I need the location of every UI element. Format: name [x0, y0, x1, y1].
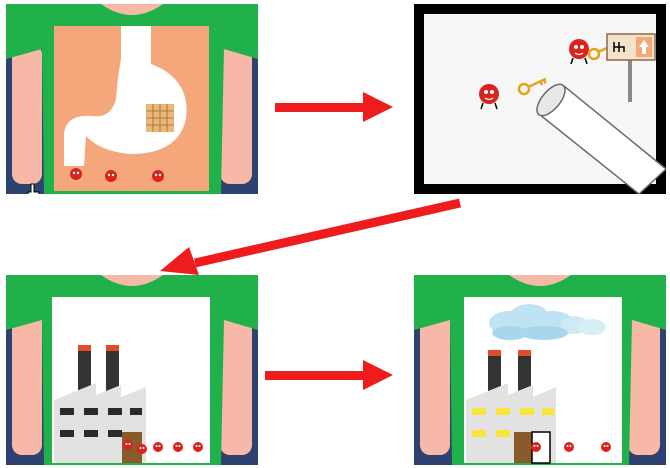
blood-cell — [105, 170, 117, 182]
neck — [101, 4, 163, 15]
blood-cell — [123, 440, 133, 450]
factory-sign — [606, 33, 656, 102]
right-arrow-icon — [275, 92, 393, 122]
right-arm — [220, 44, 252, 184]
blood-cell — [601, 442, 611, 452]
blood-cell — [531, 442, 541, 452]
smoke-clouds — [489, 304, 606, 340]
left-arm — [12, 44, 42, 184]
blood-cell — [479, 84, 499, 110]
panel-factory-dark — [6, 275, 258, 465]
right-arrow-icon — [265, 360, 393, 390]
panel-stomach — [6, 4, 258, 194]
right-arm — [628, 305, 660, 455]
food-grid — [146, 104, 174, 132]
diagonal-arrow-icon — [160, 198, 461, 275]
right-arm — [220, 305, 252, 455]
neck — [509, 275, 571, 286]
glass-tube — [536, 83, 666, 194]
blood-cell — [564, 442, 574, 452]
panel-factory-lit — [414, 275, 666, 465]
left-arm — [420, 305, 450, 455]
blood-cell — [137, 444, 147, 454]
left-arm — [12, 305, 42, 455]
panel-key-tube — [414, 4, 666, 194]
blood-cell — [70, 168, 82, 180]
factory-windows — [472, 408, 554, 437]
factory-door — [514, 432, 532, 463]
up-arrow-icon — [639, 40, 649, 54]
hand-pointer-icon — [27, 183, 40, 194]
blood-cell — [173, 442, 183, 452]
blood-cell — [152, 170, 164, 182]
blood-cell — [569, 39, 589, 65]
key-icon — [517, 77, 547, 96]
neck — [101, 275, 163, 286]
blood-cell — [193, 442, 203, 452]
factory-windows — [60, 408, 142, 437]
blood-cell — [153, 442, 163, 452]
